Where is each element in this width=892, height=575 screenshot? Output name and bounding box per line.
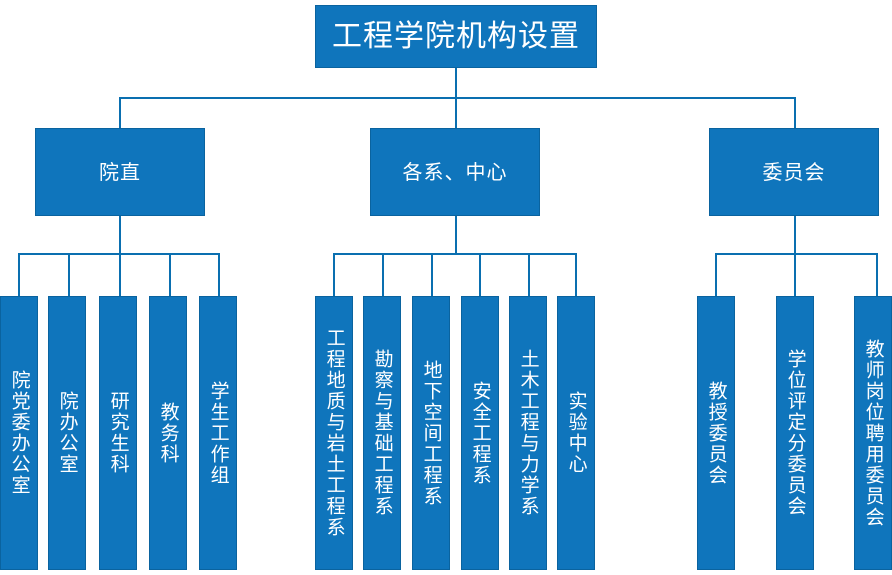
connector-group1-drop-4 [169, 253, 171, 296]
leaf-label: 院办公室 [56, 391, 79, 475]
leaf-label: 教务科 [157, 401, 180, 465]
connector-group3-drop-1 [715, 253, 717, 296]
leaf-label: 实验中心 [565, 391, 588, 475]
connector-group2-drop-2 [382, 253, 384, 296]
leaf-node-professors-committee[interactable]: 教授委员会 [697, 296, 735, 570]
leaf-node-teacher-position-appointment-committee[interactable]: 教师岗位聘用委员会 [854, 296, 892, 570]
leaf-node-student-work-group[interactable]: 学生工作组 [199, 296, 237, 570]
connector-group3-drop-3 [876, 253, 878, 296]
leaf-label: 安全工程系 [469, 380, 492, 486]
leaf-node-academic-affairs-section[interactable]: 教务科 [149, 296, 187, 570]
connector-group2-bus [333, 253, 576, 255]
connector-drop-branch-2 [455, 97, 457, 128]
leaf-label: 教授委员会 [705, 380, 728, 486]
connector-group1-drop-3 [119, 253, 121, 296]
leaf-node-engineering-geology-geotechnical[interactable]: 工程地质与岩土工程系 [315, 296, 353, 570]
branch-node-committees[interactable]: 委员会 [709, 128, 879, 216]
connector-drop-branch-3 [794, 97, 796, 128]
leaf-label: 勘察与基础工程系 [371, 349, 394, 517]
connector-group3-drop-2 [794, 253, 796, 296]
branch-node-yuanzhi[interactable]: 院直 [35, 128, 205, 216]
connector-group2-drop-4 [479, 253, 481, 296]
branch-node-departments[interactable]: 各系、中心 [370, 128, 540, 216]
connector-drop-branch-1 [119, 97, 121, 128]
connector-group2-drop-1 [333, 253, 335, 296]
connector-group1-drop-2 [68, 253, 70, 296]
leaf-node-party-committee-office[interactable]: 院党委办公室 [0, 296, 38, 570]
connector-group3-bus [715, 253, 878, 255]
connector-level1-bus [120, 97, 796, 99]
connector-group2-drop-5 [528, 253, 530, 296]
connector-group1-stem [119, 216, 121, 254]
leaf-node-civil-engineering-mechanics[interactable]: 土木工程与力学系 [509, 296, 547, 570]
leaf-label: 地下空间工程系 [420, 359, 443, 507]
leaf-label: 土木工程与力学系 [517, 349, 540, 517]
connector-group1-bus [18, 253, 219, 255]
leaf-label: 学位评定分委员会 [784, 349, 807, 517]
leaf-label: 工程地质与岩土工程系 [323, 328, 346, 538]
leaf-label: 学生工作组 [207, 380, 230, 486]
leaf-node-underground-space-engineering[interactable]: 地下空间工程系 [412, 296, 450, 570]
leaf-node-survey-foundation-engineering[interactable]: 勘察与基础工程系 [363, 296, 401, 570]
connector-group3-stem [794, 216, 796, 254]
leaf-node-college-office[interactable]: 院办公室 [48, 296, 86, 570]
leaf-node-safety-engineering[interactable]: 安全工程系 [461, 296, 499, 570]
leaf-node-degree-evaluation-subcommittee[interactable]: 学位评定分委员会 [776, 296, 814, 570]
connector-group2-stem [455, 216, 457, 254]
leaf-node-graduate-section[interactable]: 研究生科 [99, 296, 137, 570]
connector-group2-drop-6 [575, 253, 577, 296]
leaf-label: 院党委办公室 [8, 370, 31, 496]
connector-title-stem [455, 68, 457, 98]
connector-group1-drop-5 [218, 253, 220, 296]
leaf-label: 研究生科 [107, 391, 130, 475]
leaf-label: 教师岗位聘用委员会 [862, 338, 885, 528]
connector-group1-drop-1 [18, 253, 20, 296]
connector-group2-drop-3 [431, 253, 433, 296]
org-chart-title: 工程学院机构设置 [315, 5, 597, 68]
leaf-node-experiment-center[interactable]: 实验中心 [557, 296, 595, 570]
